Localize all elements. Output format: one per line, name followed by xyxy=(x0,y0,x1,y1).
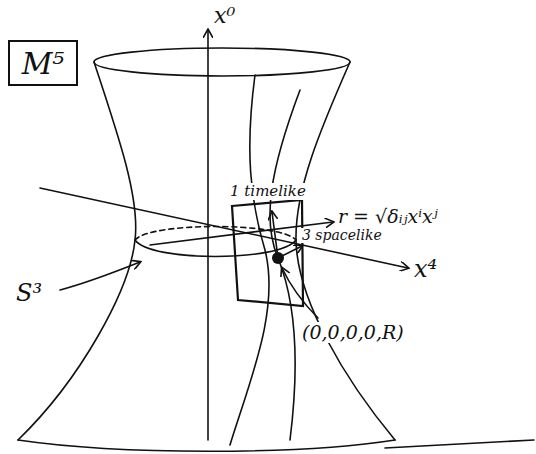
space-label-box: M⁵ xyxy=(8,40,78,86)
point-coordinates: (0,0,0,0,R) xyxy=(300,322,406,343)
axis-label: x⁴ xyxy=(412,256,439,282)
radius-formula: r = √δᵢⱼxⁱxʲ xyxy=(336,206,440,227)
sphere-label: S³ xyxy=(14,280,44,306)
axis-label: x⁰ xyxy=(212,4,237,28)
direction-label: 3 spacelike xyxy=(300,228,384,243)
space-name: M⁵ xyxy=(22,46,65,81)
direction-label: 1 timelike xyxy=(228,183,308,200)
